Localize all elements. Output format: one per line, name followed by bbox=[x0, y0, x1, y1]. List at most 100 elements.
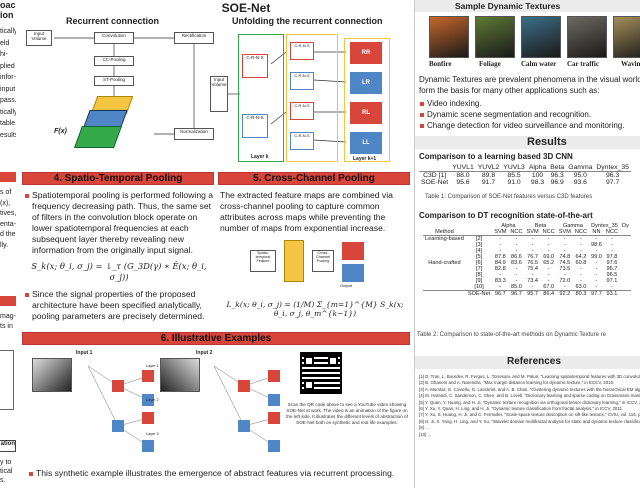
section4-formula: S_k(x; θ_i, σ_j) = ↓_τ (G_3D(γ) ∗ Ê(x; θ… bbox=[31, 261, 207, 282]
layer-k-label: Layer k bbox=[251, 154, 269, 160]
layer-label-2: Layer 2 bbox=[146, 398, 159, 402]
input2-label: Input 2 bbox=[196, 350, 213, 356]
table-cell: Gamma bbox=[562, 223, 583, 229]
table-cell: [4] bbox=[475, 248, 483, 254]
table-cell: 98.3 bbox=[530, 179, 545, 186]
pyramid-layer-3 bbox=[73, 126, 123, 148]
table-cell: Alpha bbox=[501, 223, 516, 229]
table-cell: - bbox=[563, 236, 566, 242]
table-row: [8]-------96.5 bbox=[423, 272, 631, 278]
rl-map: RL bbox=[350, 102, 382, 124]
section4-header: 4. Spatio-Temporal Pooling bbox=[22, 172, 214, 185]
table-cell: 97.6 bbox=[606, 260, 618, 266]
section4-bullet2: Since the signal properties of the propo… bbox=[24, 289, 214, 322]
table-cell: 85.0 bbox=[511, 284, 522, 290]
table-cell: - bbox=[611, 242, 613, 248]
unfold-crns-1: C-R-N-S bbox=[290, 42, 314, 60]
table-cell: 60.8 bbox=[575, 260, 587, 266]
table-cell: Hand-crafted bbox=[428, 260, 461, 266]
ll-map: LL bbox=[350, 132, 382, 154]
sample-foliage bbox=[475, 16, 515, 58]
table-cell: - bbox=[547, 266, 550, 272]
table-cell bbox=[419, 164, 450, 172]
architecture-figure: Recurrent connection Unfolding the recur… bbox=[24, 14, 408, 166]
table-cell: Dy bbox=[622, 223, 629, 229]
table-cell: NCC bbox=[510, 229, 523, 235]
table-cell: 93.1 bbox=[606, 291, 618, 297]
section6-bullet: This synthetic example illustrates the e… bbox=[28, 468, 408, 479]
table-cell: 99.0 bbox=[591, 254, 602, 260]
left-lower-text: s of(x), tives,enta-d the lly. bbox=[0, 189, 16, 249]
layer-k1-output-box bbox=[344, 38, 390, 162]
table-row: [9]83.3-73.4-72.0--97.1 bbox=[423, 278, 631, 284]
table-cell: - bbox=[547, 236, 550, 242]
table-cell: - bbox=[580, 242, 582, 248]
layer-label-3: Layer 3 bbox=[146, 432, 159, 436]
section4-body: Spatiotemporal pooling is performed foll… bbox=[24, 190, 214, 322]
table-cell: Dyntex_35 bbox=[591, 223, 618, 229]
table-cell: 96.5 bbox=[606, 272, 618, 278]
table-cell: - bbox=[563, 284, 566, 290]
table-cell: 86.6 bbox=[511, 254, 522, 260]
table-cell: - bbox=[531, 242, 534, 248]
tree-diagram-1 bbox=[87, 365, 154, 452]
reference-item: [5] Y. Quan, Y. Huang, and H. Ji, "Dynam… bbox=[419, 399, 640, 405]
table-cell: SOE-Net bbox=[467, 291, 491, 297]
table-cell: YUVL1 bbox=[452, 164, 474, 171]
table-cell: 96.3 bbox=[606, 172, 620, 179]
table-cell: - bbox=[580, 272, 582, 278]
table-cell: Learning-based bbox=[425, 236, 464, 242]
st-pooling-block: ST-Pooling bbox=[94, 76, 134, 86]
left-section-bar-2 bbox=[0, 296, 16, 306]
left-lower-text-2: mag-ts in bbox=[0, 313, 16, 330]
table-cell: - bbox=[515, 236, 518, 242]
dt-intro: Dynamic Textures are prevalent phenomena… bbox=[419, 75, 640, 95]
unfold-crns-4: C-R-N-S bbox=[290, 132, 314, 150]
table-cell: 100 bbox=[531, 172, 544, 179]
qr-code[interactable] bbox=[300, 352, 342, 394]
table-cell: 63.0 bbox=[575, 284, 587, 290]
tree-diagram-2 bbox=[213, 365, 280, 452]
table-cell: 96.9 bbox=[550, 179, 564, 186]
cc-pool-block: Cross-Channel Pooling bbox=[312, 250, 334, 272]
table-cell: 95.0 bbox=[573, 172, 587, 179]
table-cell: [5] bbox=[475, 254, 483, 260]
layer-label-1: Layer 1 bbox=[146, 364, 159, 368]
table-cell: 89.8 bbox=[481, 172, 496, 179]
table-cell: NCC bbox=[542, 229, 555, 235]
table-cell: Dyntex_35 bbox=[596, 164, 629, 171]
table-cell: - bbox=[499, 284, 502, 290]
unfold-r-block: C-R-N-S bbox=[242, 54, 268, 78]
table-cell: [6] bbox=[475, 260, 483, 266]
table-cell: 93.6 bbox=[573, 179, 587, 186]
table-cell: 76.5 bbox=[527, 260, 539, 266]
table-cell: - bbox=[531, 236, 534, 242]
reference-item: [6] Y. Xu, Y. Quan, H. Ling, and H. Ji, … bbox=[419, 406, 624, 412]
section6-header: 6. Illustrative Examples bbox=[22, 332, 410, 345]
table-cell: - bbox=[563, 272, 566, 278]
reference-item: [3] A. Mumtaz, E. Coviello, G. Lanckriet… bbox=[419, 386, 640, 392]
reference-item: [1] D. Tran, L. Bourdev, R. Fergus, L. T… bbox=[419, 374, 640, 379]
table-cell: 97.7 bbox=[591, 291, 602, 297]
input-volume-block: Input Volume bbox=[26, 30, 52, 46]
table-cell: - bbox=[595, 236, 598, 242]
recurrent-title: Recurrent connection bbox=[66, 16, 160, 26]
fx-label: F(x) bbox=[54, 128, 67, 135]
dt-applications: Video indexing. Dynamic scene segmentati… bbox=[419, 98, 640, 131]
table-cell: - bbox=[595, 260, 598, 266]
samples-row bbox=[429, 16, 640, 60]
app-item: Change detection for video surveillance … bbox=[419, 120, 640, 131]
cc-out-l bbox=[342, 264, 364, 282]
input2-volume bbox=[160, 358, 200, 392]
table-cell: 97.7 bbox=[606, 179, 620, 186]
table-cell: 76.7 bbox=[527, 254, 539, 260]
layer-k-box bbox=[238, 34, 284, 162]
table-cell: [7] bbox=[475, 266, 483, 272]
poster-title: SOE-Net bbox=[221, 1, 271, 15]
table-cell: - bbox=[547, 278, 550, 284]
